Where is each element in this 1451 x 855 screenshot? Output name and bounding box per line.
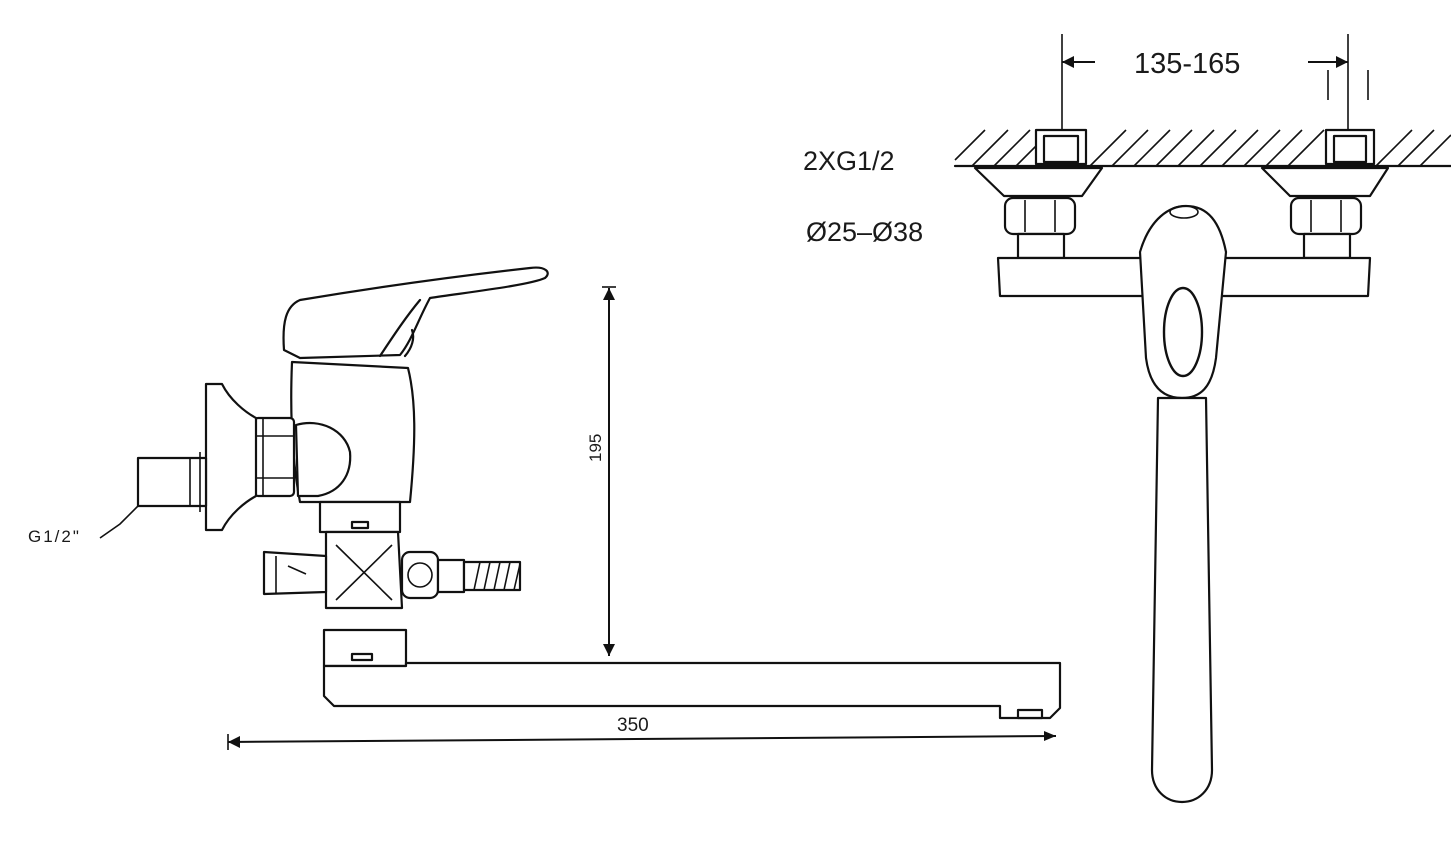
spacing-dimension-label: 135-165: [1134, 48, 1240, 80]
inlet-stub: [136, 456, 208, 508]
diverter-knob: [262, 550, 328, 596]
left-escutcheon: [973, 166, 1104, 198]
length-dimension: [227, 731, 1057, 750]
lever-logo-oval: [1162, 286, 1204, 378]
lever-handle: [282, 266, 549, 360]
spout-collar: [322, 628, 408, 668]
hex-nut-side: [252, 416, 296, 498]
wall-flange: [204, 382, 258, 532]
connection-label: 2XG1/2: [803, 146, 895, 176]
wall-hatching: [953, 129, 1451, 168]
spacing-dimension: [1061, 34, 1369, 130]
height-dimension: [602, 286, 616, 656]
front-view: 135-165 2XG1/2 Ø25–Ø38: [803, 34, 1451, 804]
left-hex-nut: [1003, 196, 1077, 236]
front-spout: [1150, 396, 1214, 804]
neck-slot: [350, 520, 370, 530]
side-view: G1/2": [28, 266, 1062, 750]
thread-label: G1/2": [28, 527, 81, 546]
diameter-label: Ø25–Ø38: [806, 217, 923, 247]
length-dimension-label: 350: [617, 715, 649, 736]
cartridge-bump: [294, 421, 352, 498]
lever-top-cap: [1169, 205, 1199, 219]
hose-thread-icon: [462, 560, 522, 592]
spout: [322, 661, 1062, 720]
lever-handle-inner: [378, 298, 422, 358]
diverter-block: [324, 530, 404, 610]
hose-connector: [436, 558, 466, 594]
thread-leader: [99, 505, 139, 539]
right-escutcheon: [1260, 166, 1390, 198]
aerator: [1016, 708, 1044, 720]
height-dimension-label: 195: [586, 434, 605, 462]
right-hex-nut: [1289, 196, 1363, 236]
diverter-cross-icon: [335, 544, 393, 601]
